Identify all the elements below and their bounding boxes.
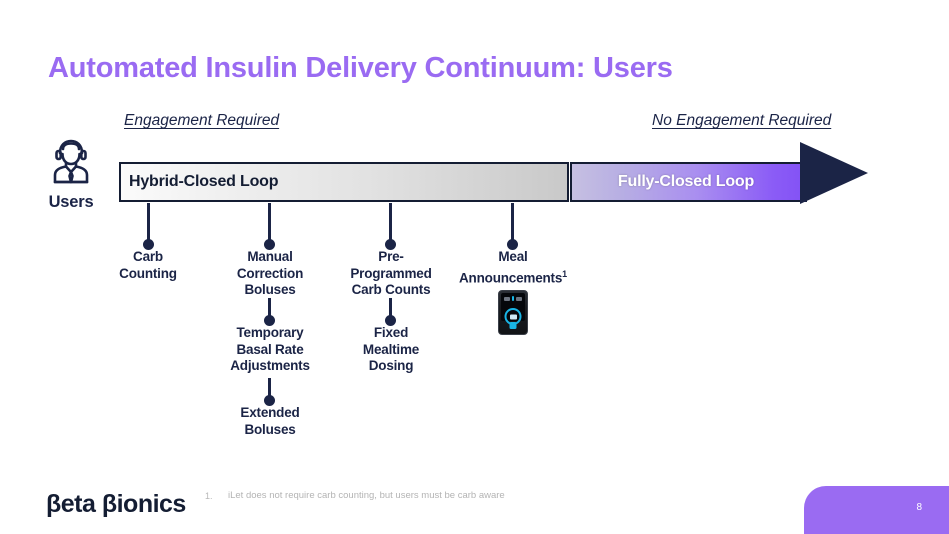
- node-line-1: Pre-: [378, 249, 404, 264]
- node-line-1: Carb: [133, 249, 163, 264]
- device-signal-icon: [512, 296, 514, 301]
- node-line-2: Correction: [236, 265, 304, 281]
- connector-stem-pre-programmed: [389, 203, 392, 244]
- node-line-1: Temporary: [236, 325, 304, 340]
- connector-stem-temporary-basal: [268, 298, 271, 320]
- node-line-2: Announcements1: [443, 266, 583, 287]
- beta-bionics-logo: βeta βionics: [46, 490, 186, 518]
- footnote-text: iLet does not require carb counting, but…: [228, 490, 505, 501]
- footnote-number: 1.: [205, 491, 213, 501]
- connector-dot-carb-counting: [143, 239, 154, 250]
- user-person-icon: [40, 135, 102, 191]
- device-battery-icon: [504, 296, 510, 301]
- users-caption: Users: [48, 193, 94, 211]
- page-title: Automated Insulin Delivery Continuum: Us…: [48, 52, 673, 84]
- node-line-3: Dosing: [368, 358, 414, 373]
- ilet-insulin-pump-device-icon: [498, 290, 528, 335]
- connector-dot-fixed-mealtime: [385, 315, 396, 326]
- connector-dot-meal-announcements: [507, 239, 518, 250]
- segment-fully-closed-loop: Fully-Closed Loop: [570, 162, 802, 202]
- users-actor: Users: [40, 135, 102, 212]
- connector-dot-temporary-basal: [264, 315, 275, 326]
- node-line-2: Programmed: [350, 265, 432, 281]
- node-line-2: Counting: [119, 265, 177, 281]
- connector-dot-extended-boluses: [264, 395, 275, 406]
- node-manual-correction-boluses: Manual Correction Boluses: [205, 249, 335, 299]
- node-line-2: Mealtime: [362, 341, 420, 357]
- device-menu-icon: [516, 296, 522, 301]
- node-fixed-mealtime-dosing: Fixed Mealtime Dosing: [326, 325, 456, 375]
- segment-hybrid-label: Hybrid-Closed Loop: [129, 173, 279, 190]
- connector-dot-manual-correction: [264, 239, 275, 250]
- axis-label-engagement-required: Engagement Required: [124, 112, 280, 129]
- node-line-1: Manual: [247, 249, 293, 264]
- connector-stem-extended-boluses: [268, 378, 271, 400]
- node-line-3: Adjustments: [230, 358, 310, 373]
- node-line-1: Fixed: [373, 325, 409, 340]
- arrow-head-icon: [800, 142, 868, 204]
- device-ring-center: [509, 314, 517, 319]
- node-line-2: Boluses: [244, 421, 296, 437]
- segment-hybrid-closed-loop: Hybrid-Closed Loop: [119, 162, 569, 202]
- device-status-bar: [504, 296, 522, 301]
- node-line-1: Meal: [498, 249, 528, 264]
- footnote-marker: 1: [562, 268, 567, 279]
- connector-stem-manual-correction: [268, 203, 271, 244]
- node-temporary-basal-rate-adjustments: Temporary Basal Rate Adjustments: [205, 325, 335, 375]
- connector-stem-fixed-mealtime: [389, 298, 392, 320]
- node-line-2: Basal Rate: [236, 341, 304, 357]
- segment-fully-label: Fully-Closed Loop: [617, 173, 755, 190]
- connector-stem-carb-counting: [147, 203, 150, 244]
- node-carb-counting: Carb Counting: [88, 249, 208, 282]
- node-pre-programmed-carb-counts: Pre- Programmed Carb Counts: [326, 249, 456, 299]
- node-extended-boluses: Extended Boluses: [205, 405, 335, 438]
- device-screen: [501, 293, 525, 325]
- device-action-button: [509, 322, 517, 329]
- node-meal-announcements: Meal Announcements1: [443, 249, 583, 287]
- node-line-2-text: Announcements: [459, 270, 563, 285]
- page-number-badge: 8: [804, 486, 949, 534]
- node-line-1: Extended: [240, 405, 300, 420]
- connector-dot-pre-programmed: [385, 239, 396, 250]
- connector-stem-meal-announcements: [511, 203, 514, 244]
- node-line-3: Carb Counts: [351, 282, 431, 297]
- node-line-3: Boluses: [244, 282, 296, 297]
- axis-label-no-engagement-required: No Engagement Required: [652, 112, 832, 129]
- page-number: 8: [916, 502, 922, 513]
